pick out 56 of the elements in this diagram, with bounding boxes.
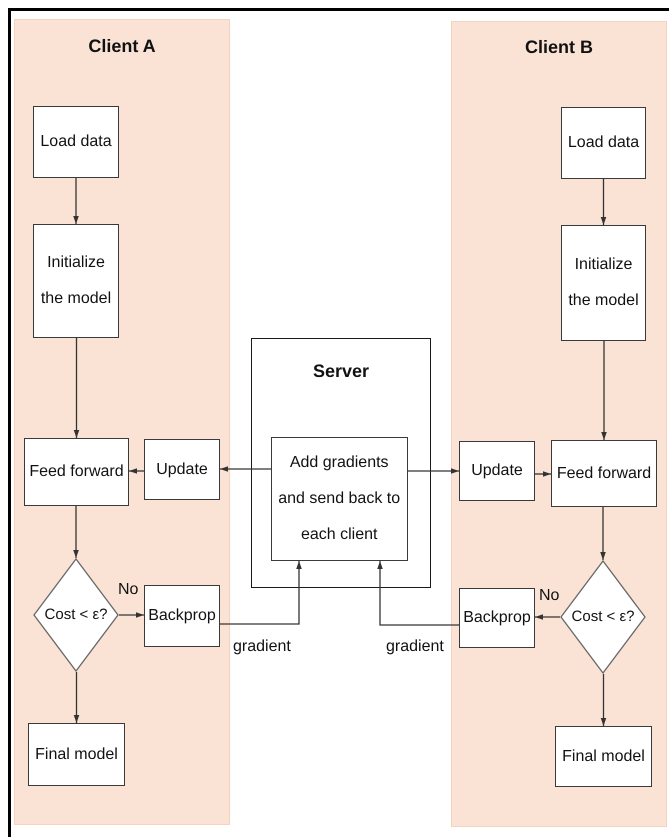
arrow: [535, 471, 551, 477]
server-box: [251, 338, 431, 588]
arrow: [129, 468, 144, 474]
box-label: Feed forward: [29, 462, 124, 482]
process-box: [144, 585, 220, 647]
box-label: Initialize the model: [567, 255, 640, 311]
box-title: Server: [312, 360, 370, 382]
arrow: [600, 179, 606, 225]
arrow: [377, 561, 459, 626]
box-label: Load data: [40, 132, 112, 152]
arrow: [600, 674, 606, 726]
arrow: [600, 507, 606, 560]
arrow: [408, 468, 459, 474]
decision-diamond: [560, 560, 646, 674]
diamond-label: Cost < ε?: [572, 607, 634, 627]
process-box: [561, 107, 646, 179]
client-panel: [14, 19, 230, 825]
arrow: [601, 341, 607, 440]
box-label: Add gradients and send back to each client: [277, 452, 402, 545]
edge-label: No: [539, 586, 560, 606]
arrow: [119, 612, 144, 618]
box-label: Initialize the model: [40, 253, 112, 309]
edge-label: gradient: [386, 637, 444, 657]
decision-diamond: [33, 558, 119, 672]
process-box: [561, 225, 646, 341]
process-box: [33, 106, 119, 178]
process-box: [459, 588, 535, 648]
diamond-label: Cost < ε?: [44, 605, 108, 625]
process-box: [459, 441, 535, 501]
arrow: [220, 561, 302, 625]
process-box: [144, 439, 220, 500]
process-box: [33, 224, 119, 338]
process-box: [28, 723, 125, 786]
arrow: [74, 672, 80, 723]
process-box: [555, 726, 652, 787]
arrow: [74, 338, 80, 438]
arrow: [73, 506, 79, 558]
box-label: Update: [471, 461, 523, 481]
arrow: [220, 466, 271, 472]
process-box: [24, 438, 129, 506]
box-label: Backprop: [148, 606, 216, 626]
arrow: [535, 614, 560, 620]
box-label: Final model: [35, 744, 118, 764]
process-box: [270, 436, 408, 561]
arrow: [73, 178, 79, 224]
edge-label: gradient: [233, 637, 291, 657]
client-panel: [451, 21, 667, 827]
box-label: Backprop: [463, 608, 531, 628]
box-label: Update: [156, 460, 208, 480]
panel-title: Client A: [88, 35, 156, 57]
box-label: Feed forward: [556, 464, 652, 484]
process-box: [551, 440, 657, 507]
edge-label: No: [118, 580, 138, 600]
panel-title: Client B: [525, 36, 593, 58]
box-label: Final model: [562, 746, 645, 766]
box-label: Load data: [568, 133, 640, 153]
